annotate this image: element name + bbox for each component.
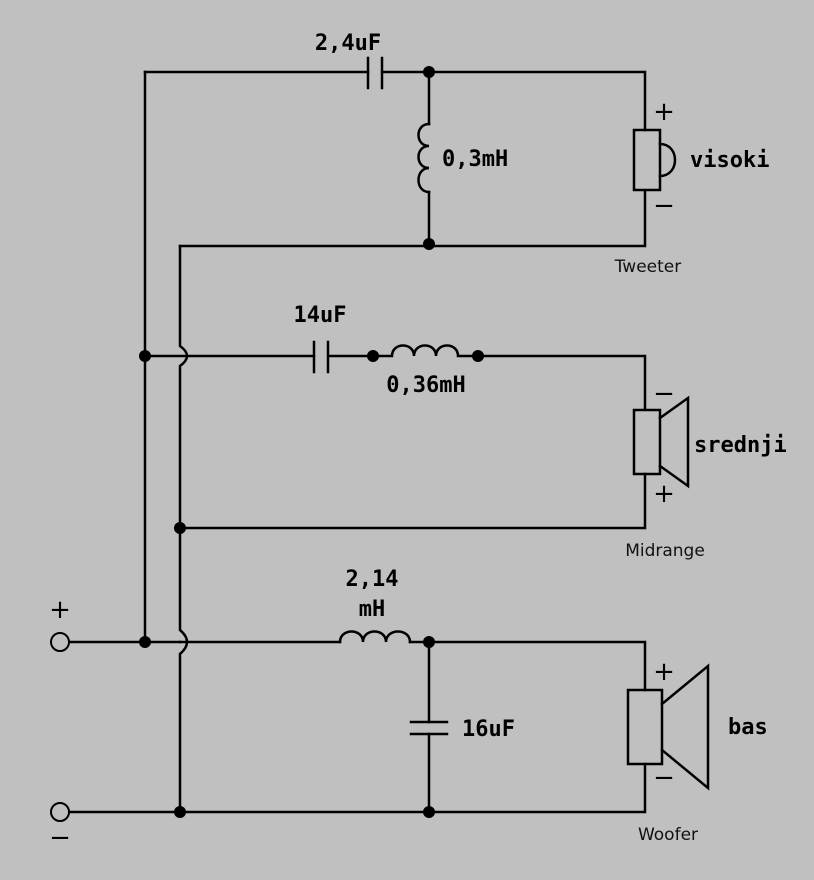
c3-label: 16uF (462, 717, 515, 742)
mid-top-wire (476, 354, 647, 410)
midrange-minus-sign: − (653, 379, 675, 409)
c1-label: 2,4uF (315, 31, 381, 56)
midrange-caption: Midrange (625, 541, 705, 561)
tweeter-caption: Tweeter (614, 257, 682, 277)
woofer-minus-sign: − (653, 763, 675, 793)
midrange-name: srednji (694, 433, 787, 458)
wires (66, 70, 647, 814)
l1-label: 0,3mH (442, 147, 508, 172)
woofer-caption: Woofer (638, 825, 698, 845)
tweeter-plus-sign: + (653, 97, 675, 127)
input-minus-terminal (50, 802, 70, 822)
input-minus-sign: − (49, 823, 71, 853)
woofer-top-wire (408, 640, 647, 692)
woofer-name: bas (728, 715, 768, 740)
l3-label-line1: 2,14 (346, 567, 399, 592)
junction-dot (139, 636, 151, 648)
inductor-l3-symbol (338, 630, 412, 644)
junctions (139, 66, 484, 818)
junction-dot (174, 522, 186, 534)
midrange-plus-sign: + (653, 479, 675, 509)
tweeter-return-wire (178, 190, 647, 248)
capacitor-c3-symbol (409, 720, 449, 736)
mid-return-wire (178, 472, 647, 530)
input-plus-sign: + (49, 595, 71, 625)
input-plus-terminal (50, 632, 70, 652)
l3-label-line2: mH (359, 597, 386, 622)
l2-label: 0,36mH (386, 373, 465, 398)
junction-dot (174, 806, 186, 818)
tweeter-name: visoki (690, 148, 769, 173)
junction-dot (423, 238, 435, 250)
input-minus-wire (66, 762, 647, 814)
inductor-l1-symbol (417, 122, 431, 194)
capacitor-c2-symbol (312, 340, 330, 374)
junction-dot (423, 66, 435, 78)
capacitor-c1-symbol (366, 56, 384, 90)
woofer-plus-sign: + (653, 657, 675, 687)
tweeter-minus-sign: − (653, 191, 675, 221)
tweeter-top-wire (382, 70, 647, 132)
junction-dot (139, 350, 151, 362)
tweeter-symbol (632, 128, 677, 192)
junction-dot (423, 636, 435, 648)
minus-rail-wire (178, 244, 189, 814)
c2-label: 14uF (294, 303, 347, 328)
woofer-symbol (626, 663, 710, 791)
inductor-l2-symbol (371, 344, 480, 358)
midrange-symbol (632, 395, 690, 489)
junction-dot (423, 806, 435, 818)
